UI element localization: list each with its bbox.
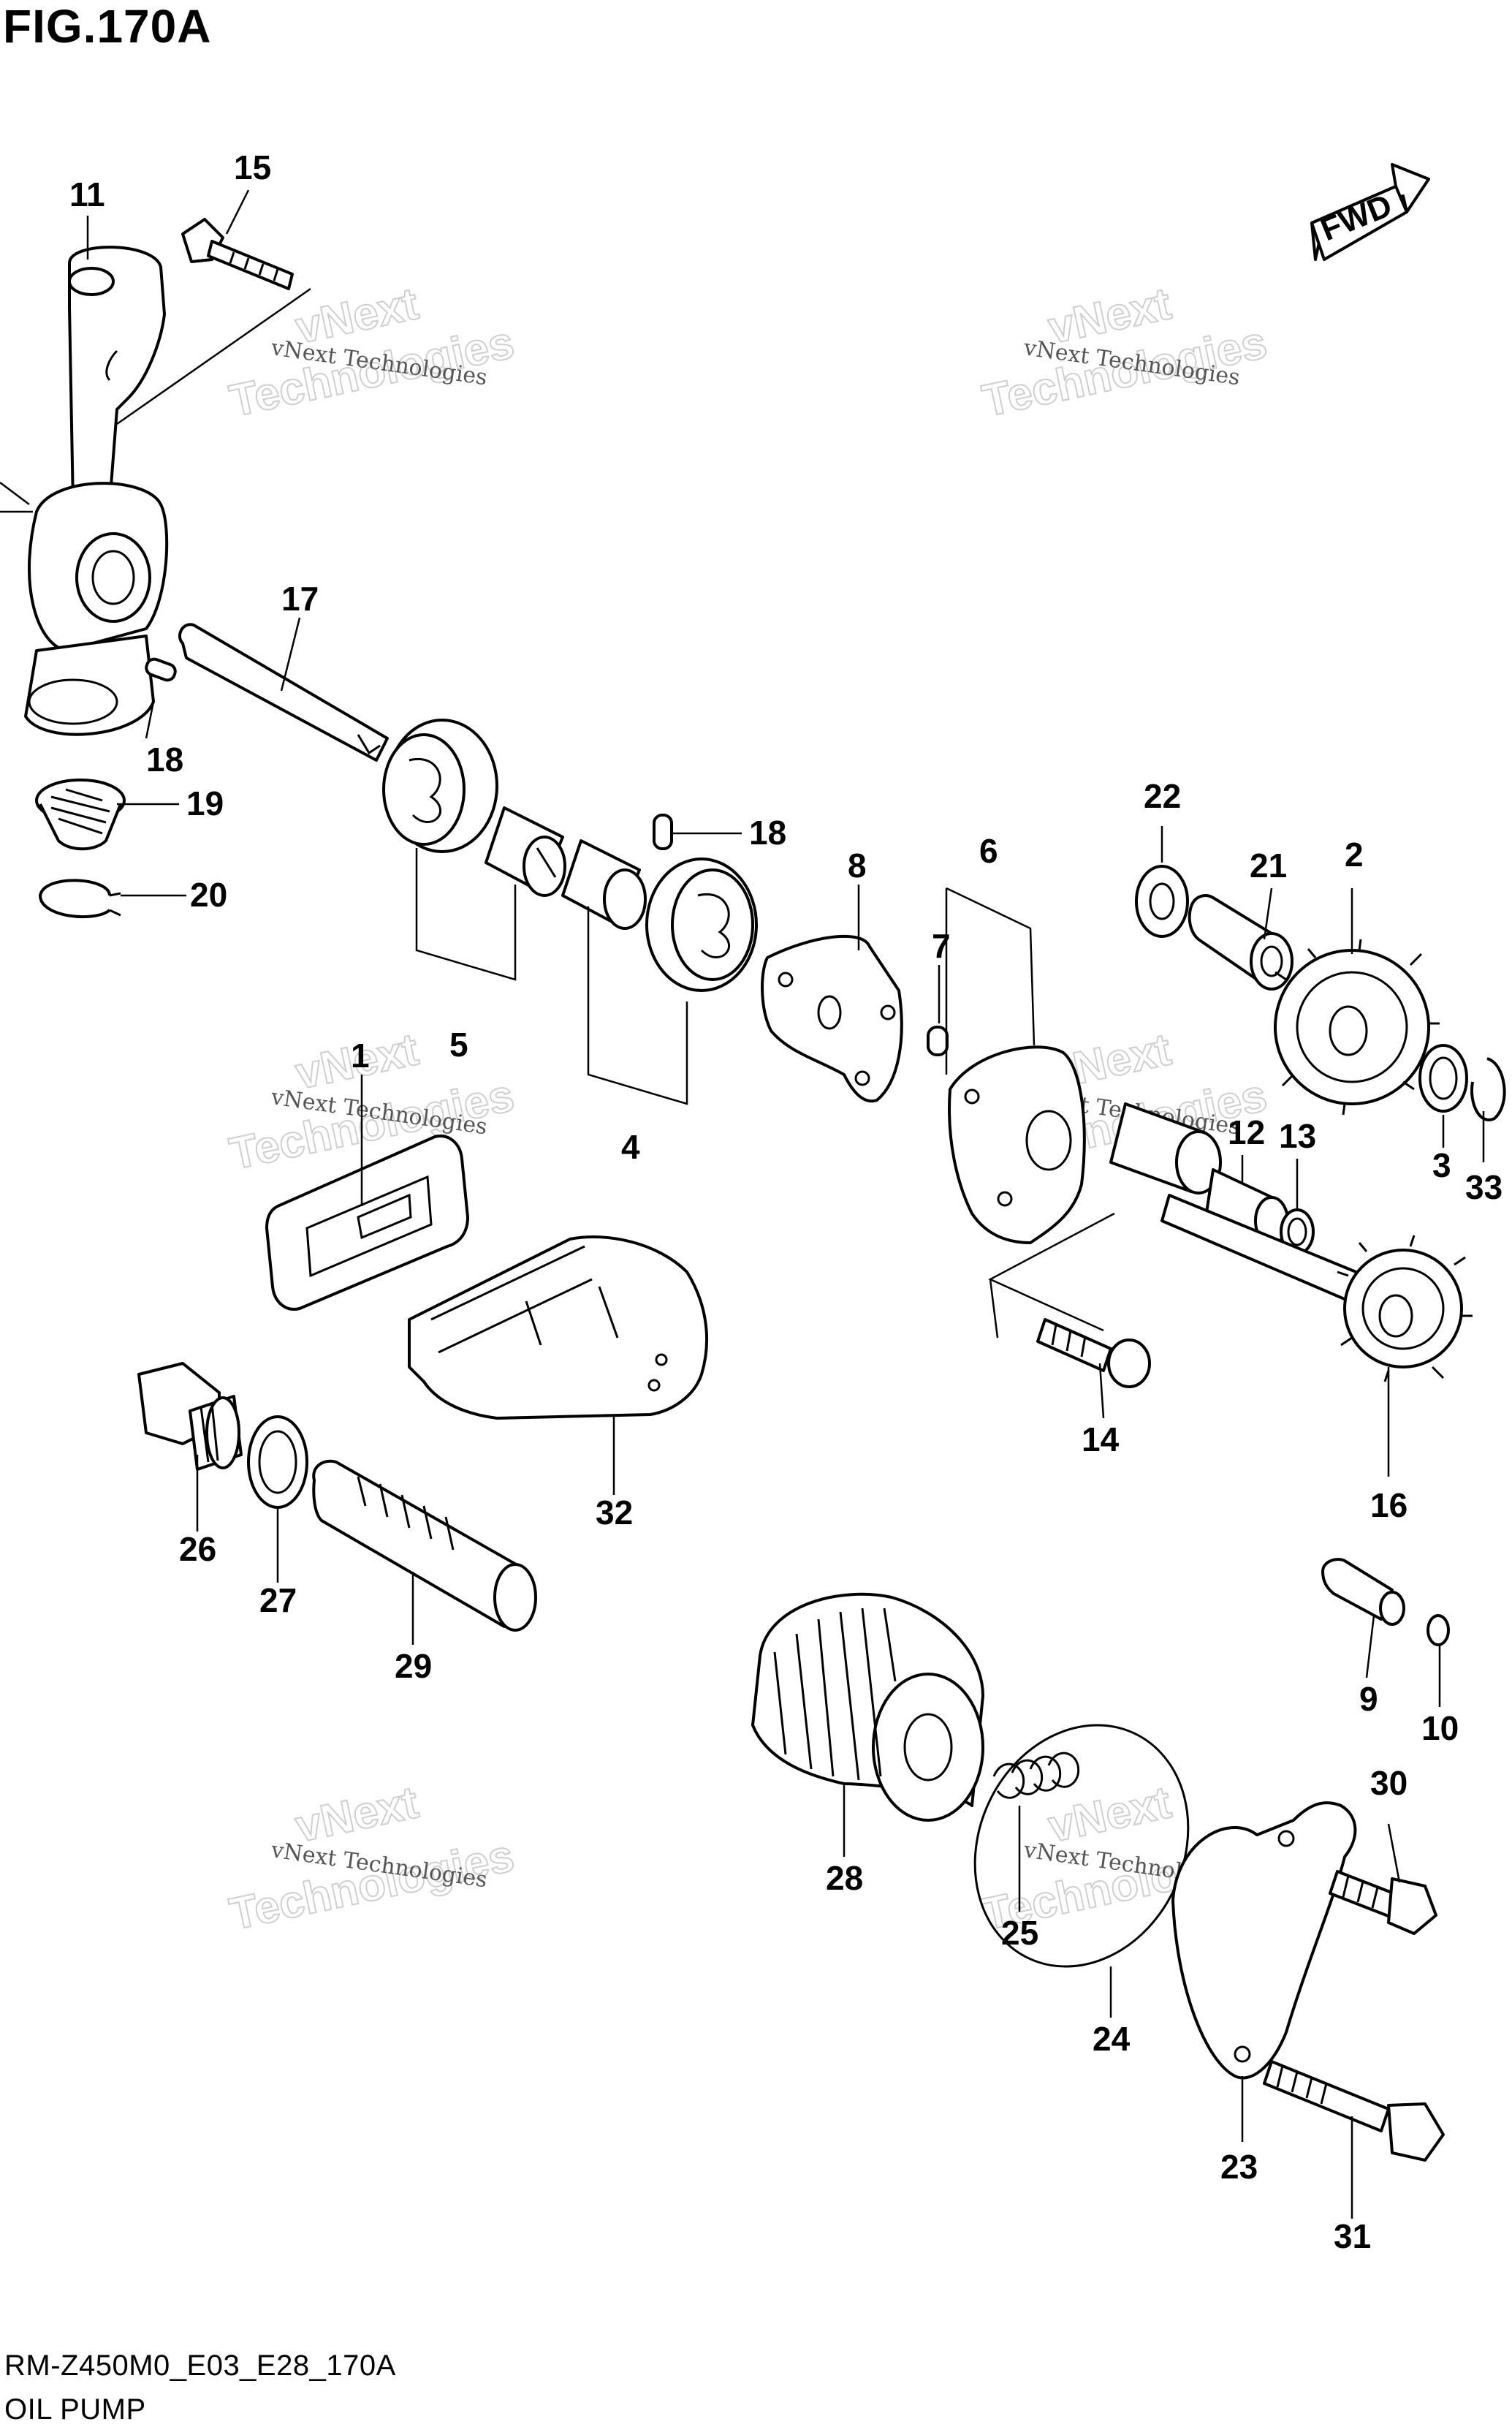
part-4-rotor-set [561,839,758,1105]
part-28-oil-filter [751,1592,984,1822]
callout-5: 5 [449,1026,468,1064]
callout-28: 28 [826,1859,863,1897]
callout-numbers: 11 15 17 18 18 19 20 8 6 7 22 21 2 5 4 1… [69,148,1502,2255]
part-18-pin-left [145,657,177,682]
part-16-gear-shaft [1160,1194,1473,1382]
watermark-top-left: Technologies vNext vNext Technologies [225,278,520,428]
watermark-top-right: Technologies vNext vNext Technologies [978,278,1272,428]
callout-23: 23 [1220,2148,1258,2186]
leader-lines [86,189,1485,2219]
callout-10: 10 [1421,1709,1459,1747]
callout-11: 11 [69,175,105,213]
callout-14: 14 [1082,1420,1120,1458]
part-5-rotor-set [382,719,566,981]
callout-4: 4 [621,1128,640,1166]
callout-18-right: 18 [749,814,786,852]
part-8-cover-plate [761,934,903,1103]
diagram-code: RM-Z450M0_E03_E28_170A [4,2350,396,2382]
callout-15: 15 [234,148,271,186]
part-32-oil-cover [408,1235,709,1420]
part-15-bolt [181,218,294,290]
callout-24: 24 [1093,2020,1131,2058]
part-27-gasket [247,1415,308,1509]
callout-1: 1 [351,1037,370,1075]
part-19-strainer [35,779,126,851]
part-26-plug [137,1362,243,1471]
callout-6: 6 [979,832,998,870]
callout-17: 17 [281,580,319,618]
part-11-oil-pipe [0,246,311,736]
part-22-washer [1135,865,1189,938]
part-2-gear [1274,939,1440,1116]
part-6-pump-body [945,887,1115,1339]
fwd-arrow-icon: FWD [1310,163,1430,261]
part-14-bolt [1036,1318,1151,1388]
part-30-bolt [1329,1870,1437,1935]
callout-31: 31 [1334,2217,1371,2255]
part-7-dowel-pin [927,1026,949,1056]
callout-7: 7 [932,927,951,965]
part-10-o-ring [1426,1614,1450,1646]
part-9-oil-jet [1321,1558,1405,1626]
part-20-circlip [39,879,121,919]
part-1-oil-screen [265,1135,469,1311]
callout-22: 22 [1144,777,1181,815]
callout-18-left: 18 [146,741,183,779]
callout-30: 30 [1370,1764,1407,1802]
part-23-filter-cover [1171,1801,1357,2080]
callout-9: 9 [1359,1680,1378,1718]
part-3-washer [1418,1044,1468,1113]
callout-2: 2 [1345,836,1364,874]
callout-25: 25 [1001,1914,1038,1952]
callout-27: 27 [259,1581,297,1619]
watermark-bottom-left: Technologies vNext vNext Technologies [225,1776,520,1941]
callout-33: 33 [1465,1168,1502,1206]
callout-29: 29 [395,1647,432,1685]
part-25-spring [992,1752,1080,1799]
diagram-name: OIL PUMP [4,2393,146,2426]
svg-text:vNext: vNext [292,1777,423,1852]
callout-32: 32 [596,1493,633,1531]
part-21-bushing [1188,894,1293,991]
callout-12: 12 [1228,1113,1265,1151]
watermark-mid-left: Technologies vNext vNext Technologies [225,1023,520,1181]
callout-13: 13 [1279,1117,1316,1155]
callout-21: 21 [1250,847,1287,885]
part-31-bolt [1263,2060,1445,2162]
part-18-pin-right [653,814,673,850]
svg-text:vNext: vNext [1044,1777,1176,1852]
part-29-filter-screen [312,1459,537,1632]
callout-16: 16 [1370,1486,1407,1524]
callout-3: 3 [1432,1146,1451,1184]
callout-20: 20 [190,876,227,914]
callout-8: 8 [848,847,867,885]
part-17-shaft [178,623,389,762]
callout-19: 19 [186,784,224,822]
figure-title: FIG.170A [3,0,212,53]
part-33-circlip [1470,1057,1506,1121]
callout-26: 26 [179,1530,216,1568]
